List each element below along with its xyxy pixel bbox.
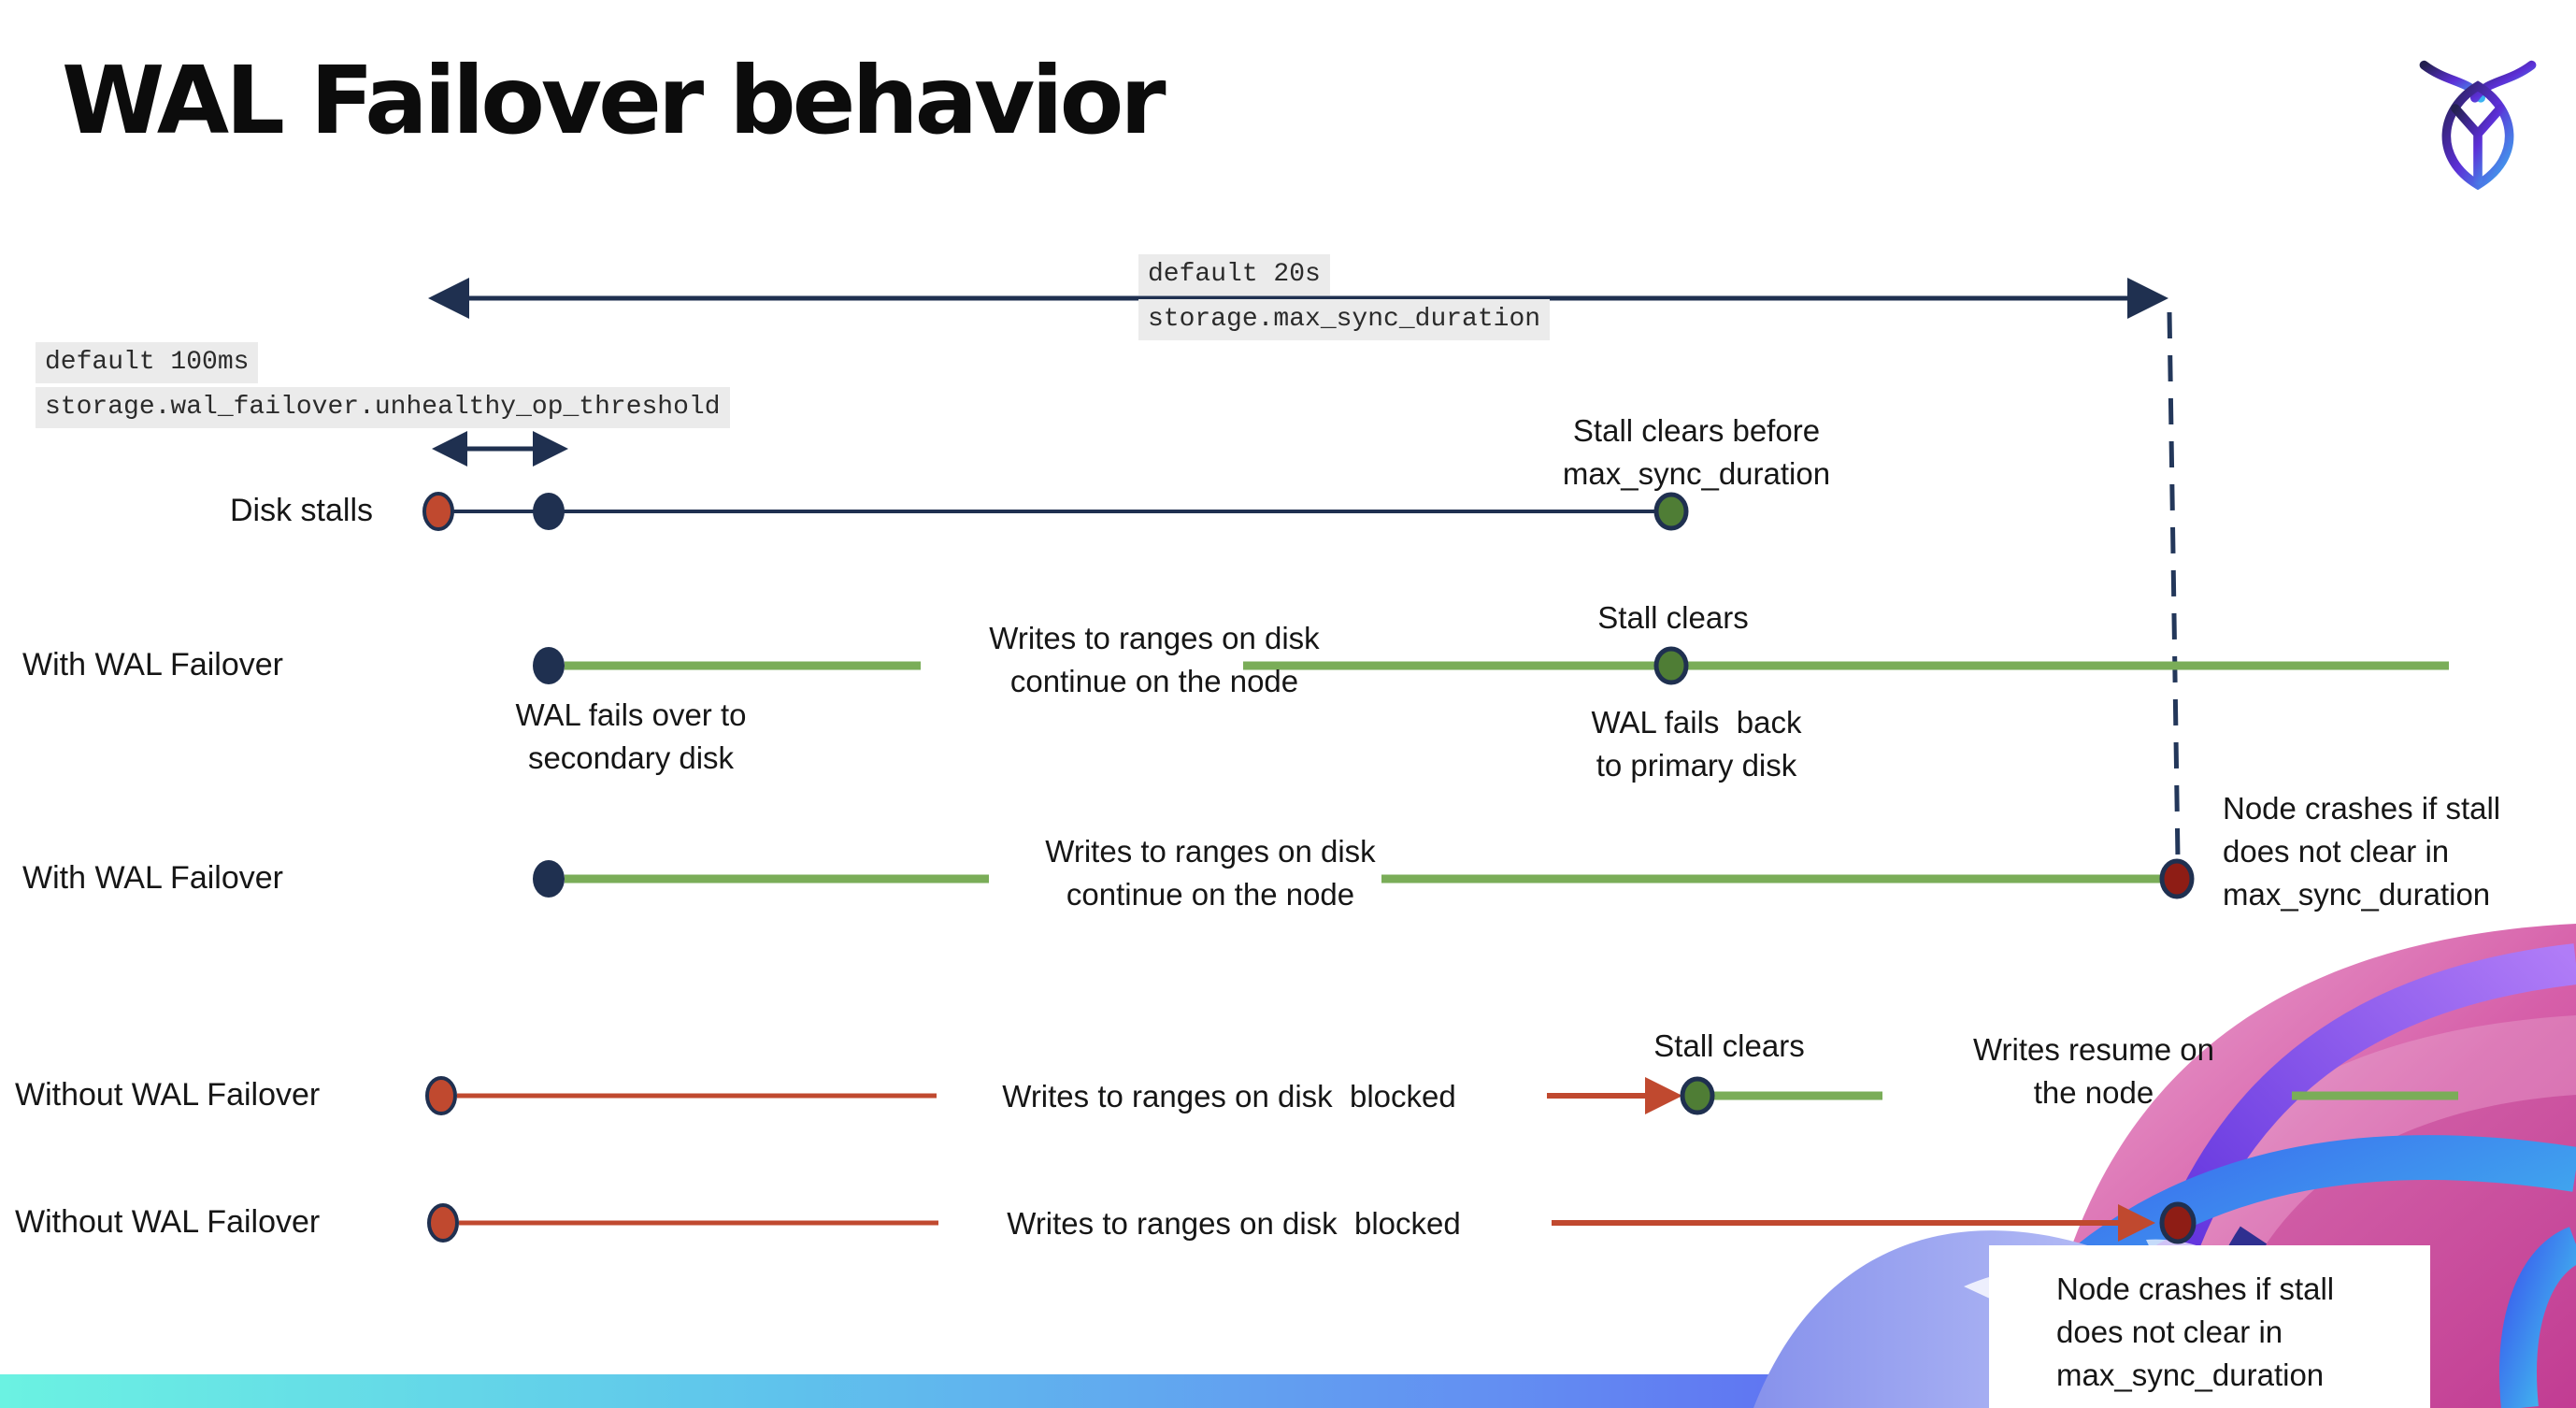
timeline-without-failover-crash <box>427 1201 2197 1244</box>
annotation-wal-fails-over: WAL fails over to secondary disk <box>515 697 747 775</box>
node-crash-dot <box>2159 858 2195 899</box>
setting-default-value: default 20s <box>1138 254 1330 295</box>
annotation-node-crash-1: Node crashes if stall does not clear in … <box>2223 791 2501 912</box>
timeline-with-failover-clears <box>533 646 2449 685</box>
failover-dot <box>533 860 565 898</box>
unhealthy-op-threshold-callout: default 100ms storage.wal_failover.unhea… <box>36 342 730 428</box>
row-label-without-wal-failover-1: Without WAL Failover <box>15 1077 321 1113</box>
page-title: WAL Failover behavior <box>62 46 1166 155</box>
cockroachdb-logo-icon <box>2419 60 2537 191</box>
annotation-stall-clears-1: Stall clears <box>1597 600 1749 635</box>
timeline-with-failover-crash <box>533 858 2195 899</box>
max-sync-dashed-line <box>2167 311 2181 859</box>
failover-dot <box>533 647 565 684</box>
node-crash-callout-box: Node crashes if stall does not clear in … <box>1989 1245 2430 1408</box>
max-sync-duration-arrow <box>428 278 2168 319</box>
setting-default-value: default 100ms <box>36 342 259 383</box>
row-label-with-wal-failover-1: With WAL Failover <box>22 647 283 682</box>
annotation-writes-resume: Writes resume on the node <box>1973 1032 2214 1110</box>
annotation-writes-continue-2: Writes to ranges on disk continue on the… <box>1045 834 1376 912</box>
annotation-stall-clears-2: Stall clears <box>1653 1028 1805 1063</box>
stall-clear-dot <box>1653 492 1689 531</box>
unhealthy-op-threshold-arrow <box>432 431 568 467</box>
annotation-stall-clears-before: Stall clears before max_sync_duration <box>1562 413 1831 491</box>
annotation-wal-fails-back: WAL fails back to primary disk <box>1591 705 1802 783</box>
stall-start-dot <box>427 1203 459 1243</box>
setting-name: storage.wal_failover.unhealthy_op_thresh… <box>36 387 730 428</box>
threshold-dot <box>533 493 565 530</box>
row-label-without-wal-failover-2: Without WAL Failover <box>15 1204 321 1240</box>
annotation-writes-blocked-2: Writes to ranges on disk blocked <box>1007 1206 1461 1241</box>
row-label-with-wal-failover-2: With WAL Failover <box>22 860 283 896</box>
logo-mark <box>2419 60 2537 191</box>
timeline-without-failover-clears <box>425 1076 2458 1115</box>
stall-clear-dot <box>1653 646 1689 685</box>
annotation-writes-blocked-1: Writes to ranges on disk blocked <box>1002 1079 1456 1113</box>
stall-start-dot <box>425 1076 457 1115</box>
stall-start-dot <box>422 492 454 531</box>
setting-name: storage.max_sync_duration <box>1138 299 1551 340</box>
timeline-disk-stalls <box>422 492 1689 531</box>
annotation-writes-continue-1: Writes to ranges on disk continue on the… <box>989 621 1320 698</box>
max-sync-duration-callout: default 20s storage.max_sync_duration <box>1138 254 1551 340</box>
node-crash-dot <box>2159 1201 2197 1244</box>
stall-clear-dot <box>1680 1076 1715 1115</box>
annotation-node-crash-2: Node crashes if stall does not clear in … <box>2056 1272 2335 1392</box>
row-label-disk-stalls: Disk stalls <box>230 493 374 528</box>
